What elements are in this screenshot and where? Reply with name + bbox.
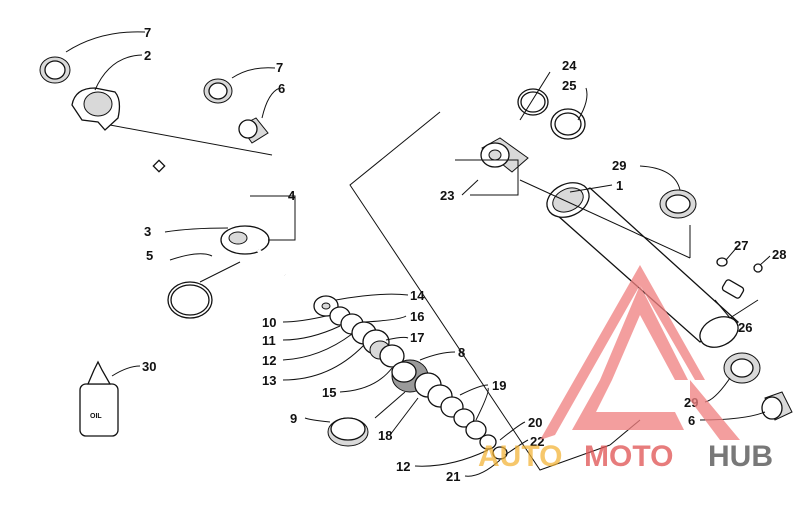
bushing-29-upper [659, 189, 697, 219]
callout-9: 9 [290, 411, 297, 426]
callout-14: 14 [410, 288, 425, 303]
automotohub-watermark: AUTO MOTO HUB [478, 265, 773, 473]
o-ring-5 [167, 281, 213, 319]
screw-28 [753, 263, 763, 273]
oil-bottle-label: OIL [90, 413, 102, 420]
upper-eye-bushing-7 [39, 56, 71, 84]
callout-30: 30 [142, 359, 156, 374]
callout-17: 17 [410, 330, 424, 345]
callout-16: 16 [410, 309, 424, 324]
shaft-piston-4 [220, 225, 287, 277]
callout-22: 22 [530, 434, 544, 449]
callout-7a: 7 [144, 25, 151, 40]
callout-5: 5 [146, 248, 153, 263]
callout-10: 10 [262, 315, 276, 330]
callout-20: 20 [528, 415, 542, 430]
seal-head-23 [480, 137, 529, 173]
bushing-7-right [203, 78, 233, 104]
piston-ring-9 [327, 417, 369, 447]
callout-numbers: 7 2 7 6 3 4 5 24 25 23 1 29 27 28 26 14 … [142, 25, 786, 484]
callout-1: 1 [616, 178, 623, 193]
seal-25 [550, 108, 586, 140]
upper-eye-2 [71, 87, 121, 131]
leader-lines [65, 31, 771, 477]
callout-24: 24 [562, 58, 577, 73]
callout-19: 19 [492, 378, 506, 393]
callout-25: 25 [562, 78, 576, 93]
watermark-moto-text: MOTO [584, 440, 673, 473]
fitting-26 [721, 279, 745, 299]
callout-13: 13 [262, 373, 276, 388]
watermark-triangle-logo [540, 265, 740, 440]
callout-11: 11 [262, 333, 276, 348]
valve-stack [313, 295, 508, 460]
callout-12b: 12 [396, 459, 410, 474]
callout-23: 23 [440, 188, 454, 203]
callout-6a: 6 [278, 81, 285, 96]
seal-24 [517, 88, 549, 116]
callout-26: 26 [738, 320, 752, 335]
shaft-3 [152, 159, 241, 241]
body-1 [546, 182, 740, 348]
valve-27 [716, 257, 728, 267]
sleeve-6-lower [761, 391, 793, 421]
callout-3: 3 [144, 224, 151, 239]
callout-6b: 6 [688, 413, 695, 428]
callout-15: 15 [322, 385, 336, 400]
callout-4: 4 [288, 188, 296, 203]
bushing-29-lower [723, 352, 761, 384]
callout-27: 27 [734, 238, 748, 253]
watermark-auto-text: AUTO [478, 440, 562, 473]
callout-21: 21 [446, 469, 460, 484]
watermark-hub-text: HUB [708, 440, 773, 473]
oil-bottle-30 [79, 360, 119, 437]
sleeve-6 [238, 117, 269, 144]
callout-18: 18 [378, 428, 392, 443]
callout-12a: 12 [262, 353, 276, 368]
callout-2: 2 [144, 48, 151, 63]
callout-29a: 29 [612, 158, 626, 173]
callout-8: 8 [458, 345, 465, 360]
callout-28: 28 [772, 247, 786, 262]
callout-7b: 7 [276, 60, 283, 75]
